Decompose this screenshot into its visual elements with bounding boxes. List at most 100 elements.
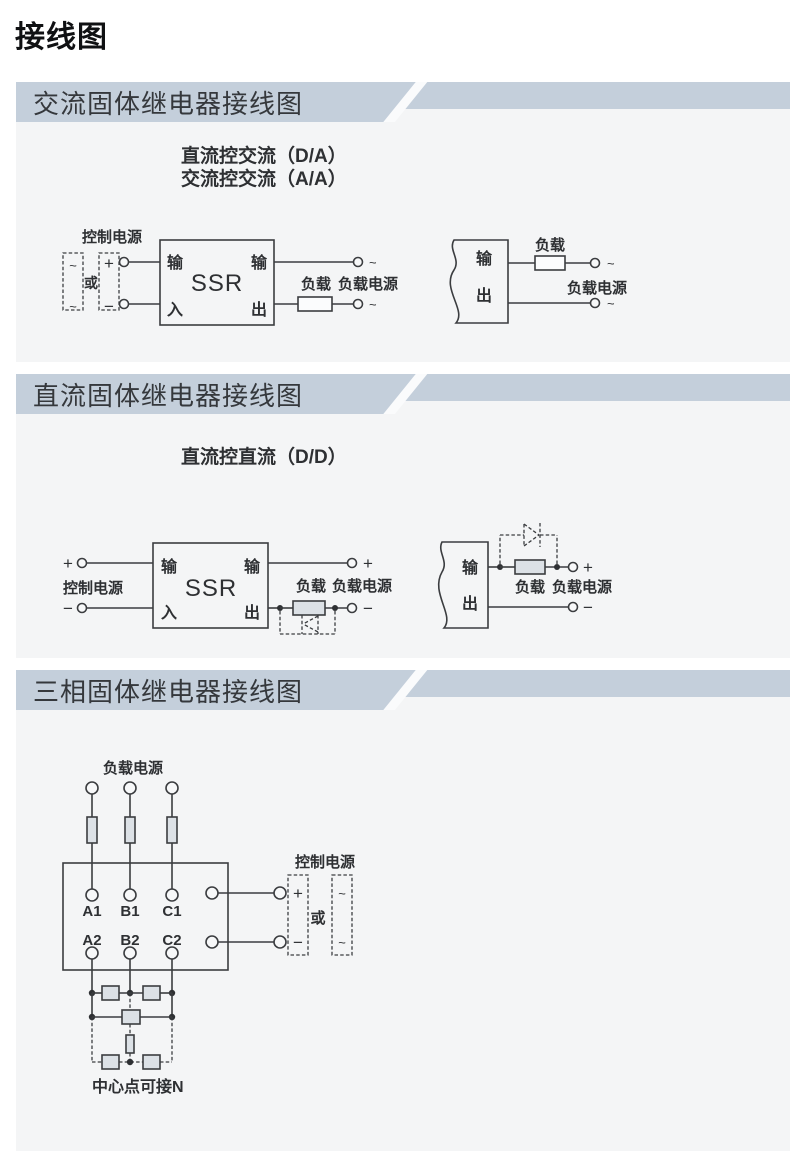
output-label-2: 出 [251, 300, 267, 319]
ac-symbol: ~ [338, 886, 346, 901]
banner-ribbon [16, 670, 420, 710]
section-ac-banner: 交流固体继电器接线图 [16, 82, 790, 122]
ssr-label: SSR [185, 575, 237, 602]
section-threephase-panel [16, 670, 790, 1151]
plus-sign: + [363, 554, 373, 573]
ssr-box: 输 入 SSR 输 出 [159, 239, 275, 326]
dc-ssr-wiring-diagram: + − 控制电源 输 入 SSR 输 出 + − 负载 负载电源 [63, 542, 392, 635]
ac-symbol: ~ [607, 256, 615, 271]
output-circuit: + − [268, 554, 373, 618]
dc-source-option-box: + − [287, 874, 309, 956]
ssr-box: 输 入 SSR 输 出 [152, 542, 269, 629]
ac-source-option-box: ~ ~ [331, 874, 353, 956]
load-resistor [534, 255, 566, 271]
control-input-wires [205, 886, 287, 949]
freewheel-diode [279, 611, 336, 635]
banner-ribbon [16, 374, 420, 414]
return-branch: ~ [508, 296, 615, 311]
plus-sign: + [583, 558, 593, 577]
load-resistor [142, 1054, 161, 1070]
dc-ssr-output-diagram: 输 出 + 负载 负载电源 − [437, 523, 612, 629]
load-resistor [142, 985, 161, 1001]
output-label-2: 出 [244, 603, 260, 622]
load-resistor [514, 559, 546, 575]
ac-symbol: ~ [69, 258, 77, 273]
minus-sign: − [63, 599, 73, 618]
load-power-label: 负载电源 [103, 759, 163, 777]
input-label-1: 输 [167, 253, 184, 272]
or-label: 或 [310, 909, 325, 927]
ac-ssr-output-diagram: 输 出 ~ 负载 负载电源 ~ [449, 236, 627, 324]
output-label-1: 输 [462, 558, 479, 577]
phase-input-lines [85, 781, 179, 889]
control-power-label: 控制电源 [63, 579, 123, 597]
output-module-outline [449, 239, 509, 324]
load-resistor [297, 296, 333, 312]
terminal-c2-label: C2 [162, 932, 181, 949]
banner-ribbon [16, 82, 420, 122]
ac-symbol: ~ [607, 296, 615, 311]
load-branch: ~ [508, 255, 615, 271]
ac-symbol: ~ [69, 299, 77, 314]
section-ac-header: 交流固体继电器接线图 [33, 88, 304, 119]
load-resistor [125, 1034, 135, 1054]
return-branch: − [488, 598, 593, 617]
ac-source-option-box: ~ ~ [62, 252, 84, 314]
load-resistor [101, 1054, 120, 1070]
load-power-label: 负载电源 [552, 578, 612, 596]
minus-sign: − [104, 297, 114, 316]
input-label-2: 入 [161, 604, 177, 622]
minus-sign: − [583, 598, 593, 617]
load-network [88, 959, 176, 1070]
minus-sign: − [293, 933, 303, 952]
load-power-label: 负载电源 [332, 577, 392, 595]
section-dc-subtitle: 直流控直流（D/D） [181, 446, 347, 469]
load-label: 负载 [515, 578, 545, 596]
input-terminals [118, 256, 160, 310]
terminal-a2-label: A2 [82, 932, 101, 949]
load-resistor [121, 1009, 141, 1025]
terminal-b2-label: B2 [120, 932, 139, 949]
section-ac-subtitle: 直流控交流（D/A） 交流控交流（A/A） [181, 145, 347, 191]
load-label: 负载 [535, 236, 565, 254]
output-circuit: ~ ~ [274, 255, 377, 312]
section-dc-panel [16, 374, 790, 658]
section-dc-header: 直流固体继电器接线图 [33, 380, 304, 411]
section-ac-panel [16, 82, 790, 362]
section-threephase-banner: 三相固体继电器接线图 [16, 670, 790, 710]
load-power-label: 负载电源 [567, 279, 627, 297]
ssr-box [62, 862, 229, 971]
output-label-1: 输 [476, 249, 493, 268]
input-label-2: 入 [167, 301, 183, 319]
load-resistor [292, 600, 326, 616]
terminal-a1-label: A1 [82, 903, 101, 920]
load-label: 负载 [296, 577, 326, 595]
threephase-ssr-wiring-diagram: 负载电源 A1 B1 C1 A2 B2 C2 控制电源 + − 或 ~ ~ [62, 759, 355, 1096]
phase-terminals-top: A1 B1 C1 [82, 888, 182, 920]
load-power-label: 负载电源 [338, 275, 398, 293]
or-label: 或 [84, 275, 98, 291]
ac-ssr-wiring-diagram: 控制电源 ~ ~ 或 + − 输 入 SSR 输 出 ~ ~ 负载 负载电源 [62, 228, 398, 326]
output-label-1: 输 [244, 557, 261, 576]
section-threephase-header: 三相固体继电器接线图 [33, 676, 304, 707]
output-label-1: 输 [251, 253, 268, 272]
ac-symbol: ~ [369, 297, 377, 312]
plus-sign: + [104, 254, 114, 273]
control-power-label: 控制电源 [295, 853, 355, 871]
load-branch: + [488, 558, 593, 577]
freewheel-diode [499, 523, 558, 564]
neutral-note-label: 中心点可接N [92, 1077, 184, 1096]
subtitle-line: 直流控直流（D/D） [181, 447, 347, 468]
ssr-label: SSR [191, 270, 243, 297]
minus-sign: − [363, 599, 373, 618]
dc-source-option-box: + − [98, 252, 120, 316]
page-title: 接线图 [15, 21, 108, 54]
output-module-outline [437, 541, 489, 629]
subtitle-line: 交流控交流（A/A） [181, 169, 347, 190]
plus-sign: + [293, 884, 303, 903]
output-label-2: 出 [476, 286, 492, 305]
load-resistor [101, 985, 120, 1001]
section-dc-banner: 直流固体继电器接线图 [16, 374, 790, 414]
load-resistor [124, 816, 136, 844]
terminal-b1-label: B1 [120, 903, 139, 920]
